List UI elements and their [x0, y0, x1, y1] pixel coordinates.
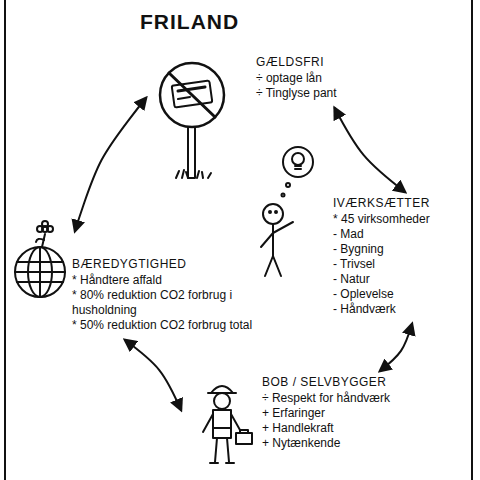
cycle-arrow — [75, 98, 146, 231]
topic-group: BÆREDYGTIGHED* Håndtere affald* 80% redu… — [10, 235, 268, 336]
topic-item: - Bygning — [333, 242, 430, 257]
cycle-arrow — [335, 108, 405, 192]
topic-item: - Mad — [333, 227, 430, 242]
no-debt-sign — [160, 63, 224, 178]
frame-line — [4, 0, 6, 480]
cycle-arrow — [380, 324, 412, 371]
topic-item: * Håndtere affald — [72, 273, 264, 288]
topic-group: GÆLDSFRI÷ optage lån÷ Tinglyse pant — [150, 55, 341, 104]
topic-group: BOB / SELVBYGGER÷ Respekt for håndværk+ … — [185, 375, 394, 454]
topic-heading: BÆREDYGTIGHED — [72, 257, 264, 272]
topic-group: IVÆRKSÆTTER* 45 virksomheder- Mad- Bygni… — [250, 196, 434, 320]
entrepreneur-figure — [261, 147, 313, 276]
topic-item: - Natur — [333, 272, 430, 287]
topic-item: ÷ Tinglyse pant — [256, 86, 337, 101]
diagram-title: FRILAND — [140, 10, 239, 34]
globe-icon — [15, 221, 65, 297]
frame-line — [471, 0, 473, 480]
topic-item: * 45 virksomheder — [333, 212, 430, 227]
builder-figure — [203, 386, 252, 463]
topic-item: * 80% reduktion CO2 forbrug i husholdnin… — [72, 288, 264, 318]
topic-heading: IVÆRKSÆTTER — [333, 196, 430, 211]
cycle-arrow — [125, 340, 181, 410]
topic-item: + Handlekraft — [262, 421, 390, 436]
topic-item: - Trivsel — [333, 257, 430, 272]
topic-heading: BOB / SELVBYGGER — [262, 375, 390, 390]
topic-item: * 50% reduktion CO2 forbrug total — [72, 318, 264, 333]
topic-item: + Erfaringer — [262, 406, 390, 421]
topic-item: - Oplevelse — [333, 287, 430, 302]
topic-item: ÷ optage lån — [256, 71, 337, 86]
topic-item: ÷ Respekt for håndværk — [262, 391, 390, 406]
topic-item: + Nytænkende — [262, 436, 390, 451]
topic-heading: GÆLDSFRI — [256, 55, 337, 70]
topic-item: - Håndværk — [333, 302, 430, 317]
